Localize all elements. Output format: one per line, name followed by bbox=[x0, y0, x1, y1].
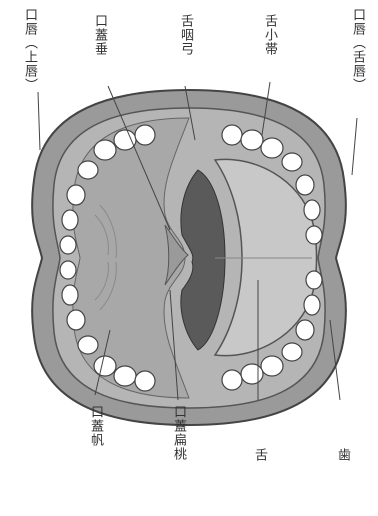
label-upper-lip: 口唇（上唇） bbox=[22, 8, 36, 92]
label-tooth: 歯 bbox=[335, 448, 349, 462]
label-soft-palate: 口蓋扁桃 bbox=[171, 405, 185, 461]
label-hard-palate: 口蓋帆 bbox=[88, 405, 102, 447]
label-lingual-frenulum: 舌小帯 bbox=[262, 14, 276, 56]
label-palatoglossal-arch: 舌咽弓 bbox=[178, 14, 192, 56]
label-palatine-uvula: 口蓋垂 bbox=[92, 14, 106, 56]
label-lower-lip: 口唇（舌唇） bbox=[350, 8, 364, 92]
label-tongue: 舌 bbox=[252, 448, 266, 462]
